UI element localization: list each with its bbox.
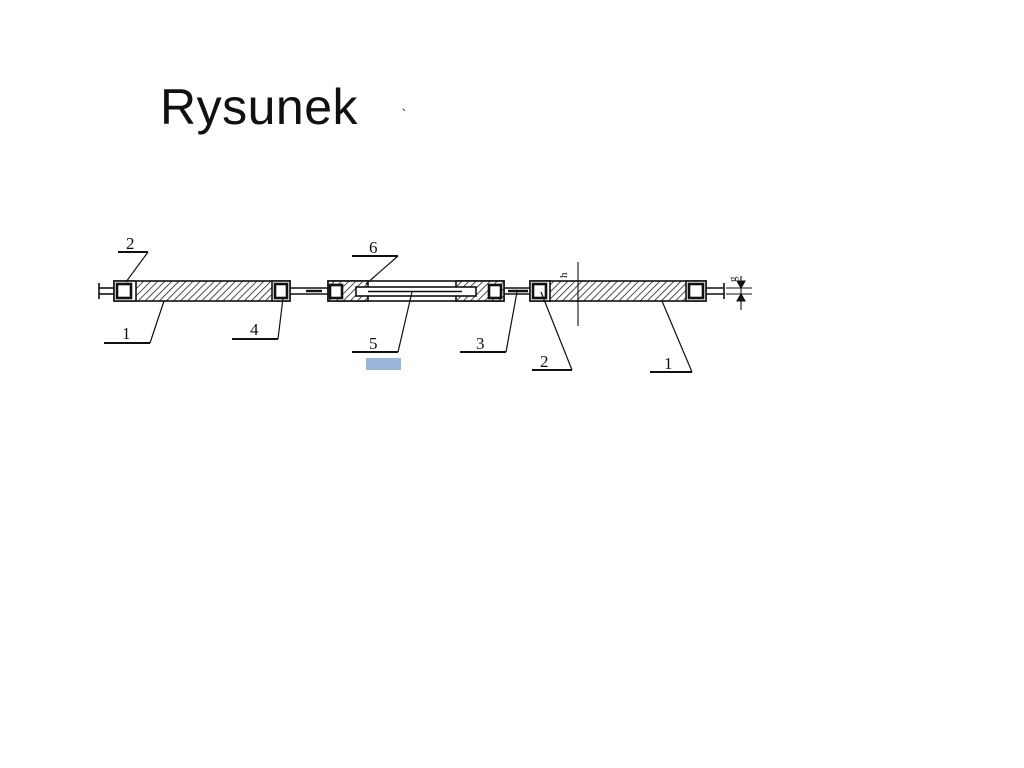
dimension-g-label: g	[727, 276, 739, 282]
right-plate	[529, 280, 725, 302]
dimension-g	[726, 276, 752, 310]
label-4: 4	[250, 320, 259, 339]
dimension-h	[570, 262, 586, 326]
stray-tick-mark: `	[401, 108, 408, 124]
dimension-h-label: h	[558, 272, 570, 278]
label-1-right: 1	[664, 354, 673, 373]
label-6: 6	[369, 238, 378, 257]
label-5: 5	[369, 334, 378, 353]
left-plate	[98, 280, 291, 302]
label-5-highlight	[366, 358, 401, 370]
left-connector	[290, 287, 328, 295]
label-1-left: 1	[122, 324, 131, 343]
middle-coupling	[327, 280, 505, 302]
label-2-left: 2	[126, 234, 135, 253]
label-3: 3	[476, 334, 485, 353]
slide-title: Rysunek	[160, 79, 359, 135]
label-2-right: 2	[540, 352, 549, 371]
leader-lines	[104, 251, 693, 373]
